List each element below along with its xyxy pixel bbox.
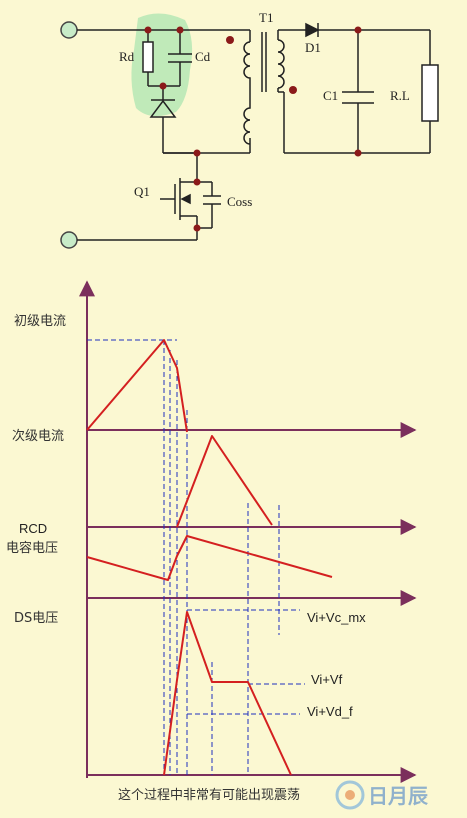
label-rl: R.L <box>390 88 410 103</box>
wave-ds-voltage <box>163 611 292 776</box>
resistor-rd <box>142 41 154 73</box>
load-resistor-rl <box>421 64 439 122</box>
label-q1: Q1 <box>134 184 150 199</box>
circuit-nodes <box>144 26 362 232</box>
annotation-vi-vf: Vi+Vf <box>311 672 343 687</box>
wave-primary-current <box>86 339 188 433</box>
label-t1: T1 <box>259 10 273 25</box>
label-d1: D1 <box>305 40 321 55</box>
label-coss: Coss <box>227 194 252 209</box>
primary-dot <box>226 36 234 44</box>
snubber-highlight <box>131 13 193 117</box>
caption: 这个过程中非常有可能出现震荡 <box>118 787 300 803</box>
label-c1: C1 <box>323 88 338 103</box>
guide-lines <box>87 339 305 775</box>
label-ds-voltage: DS电压 <box>14 611 58 626</box>
circuit-labels: T1 Rd Cd D1 C1 R.L Q1 Coss <box>119 10 410 209</box>
watermark: 日月辰 <box>335 780 429 810</box>
primary-winding <box>243 41 251 145</box>
label-cd: Cd <box>195 49 211 64</box>
watermark-text: 日月辰 <box>368 784 429 808</box>
annotation-vi-vd-f: Vi+Vd_f <box>307 704 353 719</box>
wave-secondary-current <box>176 435 273 528</box>
input-terminal-bottom <box>60 231 78 249</box>
watermark-logo-icon <box>335 780 365 810</box>
waveform-labels: 初级电流 次级电流 RCD 电容电压 DS电压 Vi+Vc_mx Vi+Vf V… <box>6 314 366 803</box>
label-rd: Rd <box>119 49 135 64</box>
input-terminal-top <box>60 21 78 39</box>
secondary-dot <box>289 86 297 94</box>
diode-d1-triangle <box>305 22 320 38</box>
waveform-axes <box>79 280 417 783</box>
label-rcd-capacitor-voltage: 电容电压 <box>6 540 58 556</box>
label-rcd: RCD <box>19 521 47 536</box>
waveforms <box>86 339 333 776</box>
wave-rcd-voltage <box>86 535 333 581</box>
label-primary-current: 初级电流 <box>14 314 66 329</box>
mosfet-body-diode <box>180 193 191 205</box>
annotation-vi-vc-mx: Vi+Vc_mx <box>307 610 366 625</box>
secondary-winding <box>277 39 285 89</box>
label-secondary-current: 次级电流 <box>12 428 64 444</box>
circuit-schematic <box>60 13 439 249</box>
